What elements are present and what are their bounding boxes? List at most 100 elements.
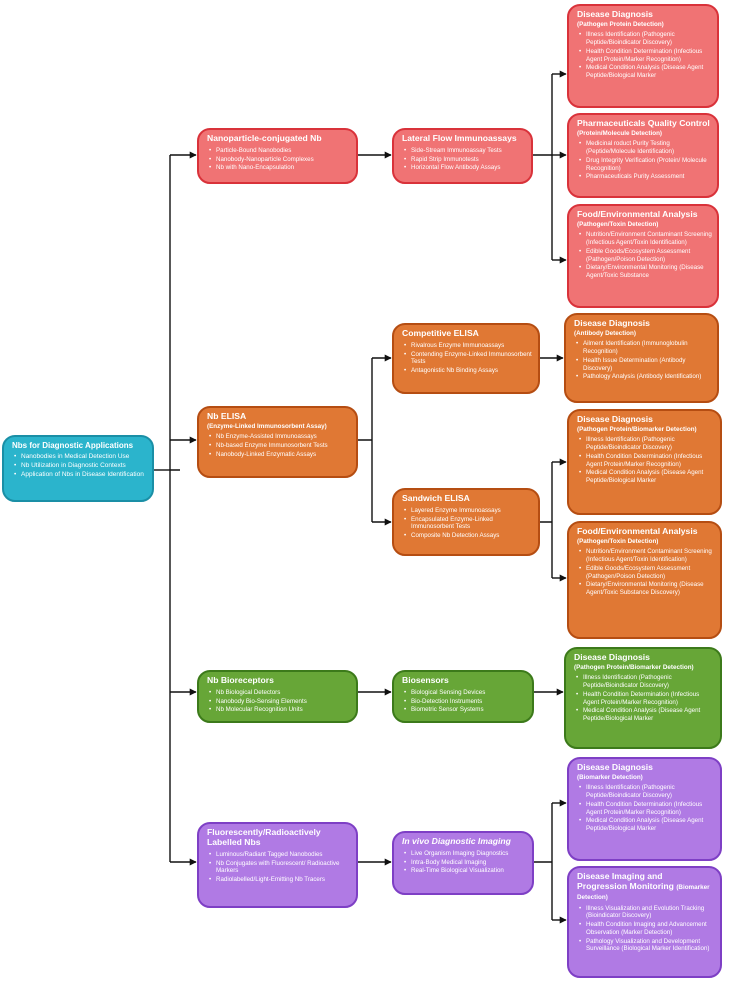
list-item: Health Issue Determination (Antibody Dis… [576,357,712,373]
connector-root-trunk [169,155,180,862]
method-items: Live Organism Imaging Diagnostics Intra-… [402,850,527,875]
outcome-food-env-1: Food/Environmental Analysis (Pathogen/To… [567,204,719,308]
method-lateral-flow: Lateral Flow Immunoassays Side-Stream Im… [392,128,533,184]
method-title: Lateral Flow Immunoassays [402,133,517,143]
category-elisa: Nb ELISA (Enzyme-Linked Immunosorbent As… [197,406,358,478]
list-item: Nb Enzyme-Assisted Immunoassays [209,433,351,441]
list-item: Dietary/Environmental Monitoring (Diseas… [579,581,715,597]
outcome-subtitle: (Biomarker Detection) [577,773,643,781]
list-item: Antagonistic Nb Binding Assays [404,367,533,375]
category-subtitle: (Enzyme-Linked Immunosorbent Assay) [207,422,327,430]
connector-lfia-trunk [533,74,553,260]
connector-sandwich-trunk [540,462,553,578]
method-in-vivo-imaging: In vivo Diagnostic Imaging Live Organism… [392,831,534,895]
outcome-title: Food/Environmental Analysis [577,526,698,536]
list-item: Illness Identification (Pathogenic Pepti… [579,436,715,452]
outcome-items: Illness Identification (Pathogenic Pepti… [574,674,715,723]
method-biosensors: Biosensors Biological Sensing Devices Bi… [392,670,534,723]
outcome-items: Nutrition/Environment Contaminant Screen… [577,231,712,280]
list-item: Edible Goods/Ecosystem Assessment (Patho… [579,248,712,264]
method-title: In vivo Diagnostic Imaging [402,836,511,846]
category-bioreceptors: Nb Bioreceptors Nb Biological Detectors … [197,670,358,723]
list-item: Medical Condition Analysis (Disease Agen… [579,817,715,833]
list-item: Rapid Strip Immunotests [404,156,526,164]
list-item: Biometric Sensor Systems [404,706,527,714]
outcome-items: Medicinal roduct Purity Testing (Peptide… [577,140,712,181]
method-sandwich-elisa: Sandwich ELISA Layered Enzyme Immunoassa… [392,488,540,556]
list-item: Illness Identification (Pathogenic Pepti… [576,674,715,690]
list-item: Health Condition Determination (Infectio… [576,691,715,707]
category-items: Nb Enzyme-Assisted Immunoassays Nb-based… [207,433,351,458]
list-item: Health Condition Determination (Infectio… [579,453,715,469]
outcome-disease-diagnosis-3: Disease Diagnosis (Pathogen Protein/Biom… [564,647,722,749]
outcome-pharma-quality: Pharmaceuticals Quality Control (Protein… [567,113,719,198]
list-item: Dietary/Environmental Monitoring (Diseas… [579,264,712,280]
outcome-subtitle: (Pathogen Protein Detection) [577,20,664,28]
list-item: Side-Stream Immunoassay Tests [404,147,526,155]
category-title: Fluorescently/Radioactively Labelled Nbs [207,827,321,847]
list-item: Application of Nbs in Disease Identifica… [14,471,147,479]
list-item: Ailment Identification (Immunoglobulin R… [576,340,712,356]
category-labelled-nbs: Fluorescently/Radioactively Labelled Nbs… [197,822,358,908]
list-item: Nutrition/Environment Contaminant Screen… [579,231,712,247]
list-item: Nb with Nano-Encapsulation [209,164,351,172]
list-item: Pharmaceuticals Purity Assessment [579,173,712,181]
list-item: Nanobody-Linked Enzymatic Assays [209,451,351,459]
list-item: Rivalrous Enzyme Immunoassays [404,342,533,350]
list-item: Pathology Analysis (Antibody Identificat… [576,373,712,381]
list-item: Intra-Body Medical Imaging [404,859,527,867]
category-items: Particle-Bound Nanobodies Nanobody-Nanop… [207,147,351,172]
outcome-disease-diagnosis-4: Disease Diagnosis (Biomarker Detection) … [567,757,722,861]
category-items: Nb Biological Detectors Nanobody Bio-Sen… [207,689,351,714]
outcome-items: Illness Identification (Pathogenic Pepti… [577,784,715,833]
list-item: Illness Visualization and Evolution Trac… [579,905,715,921]
list-item: Nb Biological Detectors [209,689,351,697]
method-items: Rivalrous Enzyme Immunoassays Contending… [402,342,533,375]
list-item: Nb Conjugates with Fluorescent/ Radioact… [209,860,351,876]
list-item: Pathology Visualization and Development … [579,938,715,954]
list-item: Nanobodies in Medical Detection Use [14,453,147,461]
outcome-items: Ailment Identification (Immunoglobulin R… [574,340,712,381]
outcome-disease-antibody: Disease Diagnosis (Antibody Detection) A… [564,313,719,403]
outcome-subtitle: (Pathogen/Toxin Detection) [577,537,659,545]
outcome-title: Pharmaceuticals Quality Control [577,118,710,128]
category-title: Nb ELISA [207,411,247,421]
list-item: Nutrition/Environment Contaminant Screen… [579,548,715,564]
list-item: Illness Identification (Pathogenic Pepti… [579,784,715,800]
outcome-title: Disease Diagnosis [577,414,653,424]
method-items: Layered Enzyme Immunoassays Encapsulated… [402,507,533,540]
list-item: Health Condition Imaging and Advancement… [579,921,715,937]
method-title: Biosensors [402,675,449,685]
outcome-subtitle: (Pathogen Protein/Biomarker Detection) [574,663,694,671]
list-item: Layered Enzyme Immunoassays [404,507,533,515]
list-item: Nanobody-Nanoparticle Complexes [209,156,351,164]
list-item: Nb Molecular Recognition Units [209,706,351,714]
list-item: Medicinal roduct Purity Testing (Peptide… [579,140,712,156]
list-item: Particle-Bound Nanobodies [209,147,351,155]
list-item: Drug Integrity Verification (Protein/ Mo… [579,157,712,173]
outcome-food-env-2: Food/Environmental Analysis (Pathogen/To… [567,521,722,639]
root-title: Nbs for Diagnostic Applications [12,441,134,450]
method-items: Side-Stream Immunoassay Tests Rapid Stri… [402,147,526,172]
outcome-title: Disease Diagnosis [574,318,650,328]
list-item: Nb-based Enzyme Immunosorbent Tests [209,442,351,450]
outcome-subtitle: (Biomarker Detection) [577,883,710,901]
list-item: Nb Utilization in Diagnostic Contexts [14,462,147,470]
list-item: Bio-Detection Instruments [404,698,527,706]
list-item: Radiolabelled/Light-Emitting Nb Tracers [209,876,351,884]
connector-imaging-trunk [534,803,553,920]
list-item: Medical Condition Analysis (Disease Agen… [579,64,712,80]
outcome-title: Disease Diagnosis [574,652,650,662]
list-item: Edible Goods/Ecosystem Assessment (Patho… [579,565,715,581]
outcome-title: Disease Diagnosis [577,762,653,772]
outcome-items: Illness Visualization and Evolution Trac… [577,905,715,954]
outcome-subtitle: (Antibody Detection) [574,329,636,337]
outcome-title-text: Disease Imaging and Progression Monitori… [577,871,674,891]
method-items: Biological Sensing Devices Bio-Detection… [402,689,527,714]
list-item: Luminous/Radiant Tagged Nanobodies [209,851,351,859]
outcome-subtitle: (Protein/Molecule Detection) [577,129,663,137]
list-item: Illness Identification (Pathogenic Pepti… [579,31,712,47]
list-item: Live Organism Imaging Diagnostics [404,850,527,858]
outcome-items: Illness Identification (Pathogenic Pepti… [577,436,715,485]
